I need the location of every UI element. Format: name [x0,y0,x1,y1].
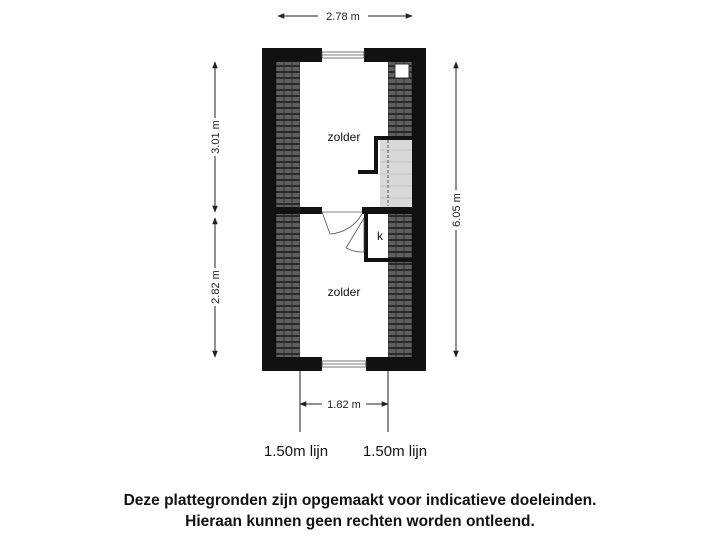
closet: k [345,214,412,262]
dimension-left-lower-label: 2.82 m [210,270,222,304]
dimension-right-total-label: 6.05 m [451,193,463,227]
dimension-left-upper: 3.01 m [208,61,222,213]
line-label-left: 1.50m lijn [264,443,328,460]
dimension-left-lower: 2.82 m [208,217,222,358]
roof-slope-left [276,62,300,357]
dimension-bottom-label: 1.82 m [327,399,361,411]
outer-walls [262,48,426,371]
line-label-right: 1.50m lijn [363,443,427,460]
disclaimer: Deze plattegronden zijn opgemaakt voor i… [0,490,720,532]
dimension-top: 2.78 m [277,9,413,23]
dimension-left-upper-label: 3.01 m [210,120,222,154]
stairwell [358,136,412,208]
room-label-upper: zolder [328,130,361,144]
dimension-right-total: 6.05 m [449,61,463,358]
room-label-closet: k [377,229,384,243]
vent-box [394,63,410,79]
window-bottom [321,360,367,368]
room-label-lower: zolder [328,285,361,299]
door-upper [321,211,363,235]
disclaimer-line-2: Hieraan kunnen geen rechten worden ontle… [185,513,535,530]
dimension-bottom: 1.82 m [299,397,389,411]
dimension-top-label: 2.78 m [326,11,360,23]
window-top [321,51,365,59]
middle-wall [276,207,412,214]
disclaimer-line-1: Deze plattegronden zijn opgemaakt voor i… [123,492,597,509]
